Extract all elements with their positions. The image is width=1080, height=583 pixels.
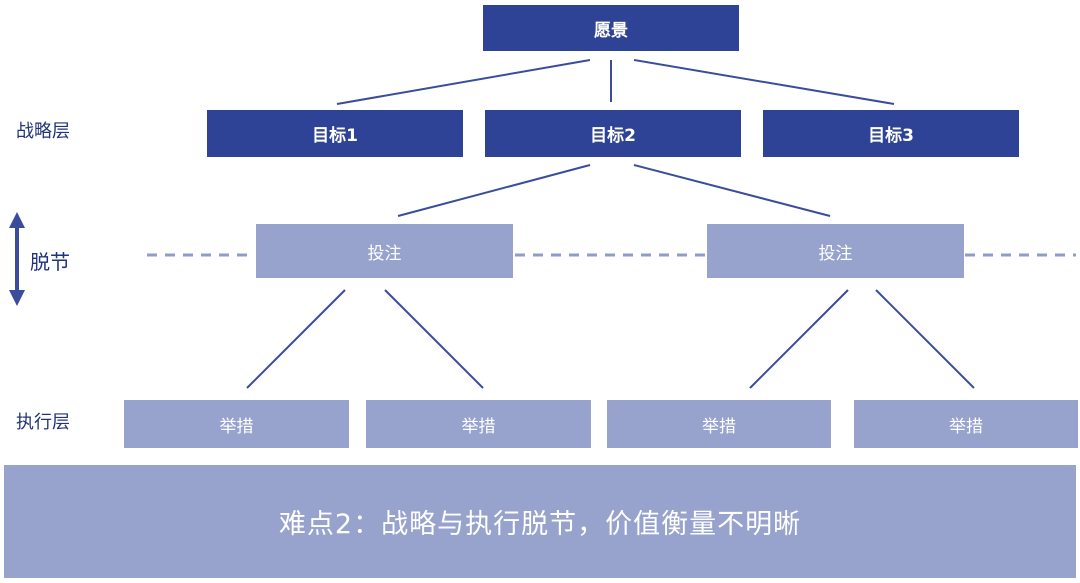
measure-node-label: 举措	[949, 416, 983, 437]
execution-layer-label: 执行层	[16, 412, 70, 433]
vision-node: 愿景	[483, 5, 739, 51]
connector-investment2-measure3	[749, 289, 849, 389]
difficulty-banner-text: 难点2：战略与执行脱节，价值衡量不明晰	[278, 509, 802, 540]
measure-node-4: 举措	[854, 400, 1078, 448]
connector-goal2-investment1	[397, 164, 591, 217]
goal-node-3: 目标3	[763, 110, 1019, 157]
connector-vision-goal1	[336, 59, 591, 105]
goal-node-2: 目标2	[485, 110, 741, 157]
gap-label: 脱节	[30, 250, 70, 274]
connector-vision-goal3	[633, 59, 895, 105]
measure-node-3: 举措	[607, 400, 831, 448]
measure-node-1: 举措	[124, 400, 349, 448]
investment-node-label: 投注	[367, 243, 402, 264]
goal-node-1: 目标1	[207, 110, 463, 157]
strategy-layer-label: 战略层	[16, 121, 70, 142]
measure-node-label: 举措	[702, 416, 736, 437]
measure-node-2: 举措	[366, 400, 591, 448]
vision-node-label: 愿景	[594, 20, 628, 41]
goal-node-label: 目标2	[590, 126, 636, 146]
measure-node-label: 举措	[461, 416, 496, 437]
goal-node-label: 目标3	[868, 126, 914, 146]
measure-node-label: 举措	[219, 416, 254, 437]
connector-goal2-investment2	[633, 164, 831, 217]
double-arrow-icon	[9, 212, 25, 306]
connector-investment1-measure1	[246, 289, 346, 389]
connector-investment2-measure4	[875, 289, 975, 389]
goal-node-label: 目标1	[312, 126, 358, 146]
investment-node-label: 投注	[818, 243, 853, 264]
investment-node-2: 投注	[707, 224, 964, 278]
difficulty-banner: 难点2：战略与执行脱节，价值衡量不明晰	[4, 465, 1076, 578]
investment-node-1: 投注	[256, 224, 513, 278]
connector-investment1-measure2	[384, 289, 484, 389]
